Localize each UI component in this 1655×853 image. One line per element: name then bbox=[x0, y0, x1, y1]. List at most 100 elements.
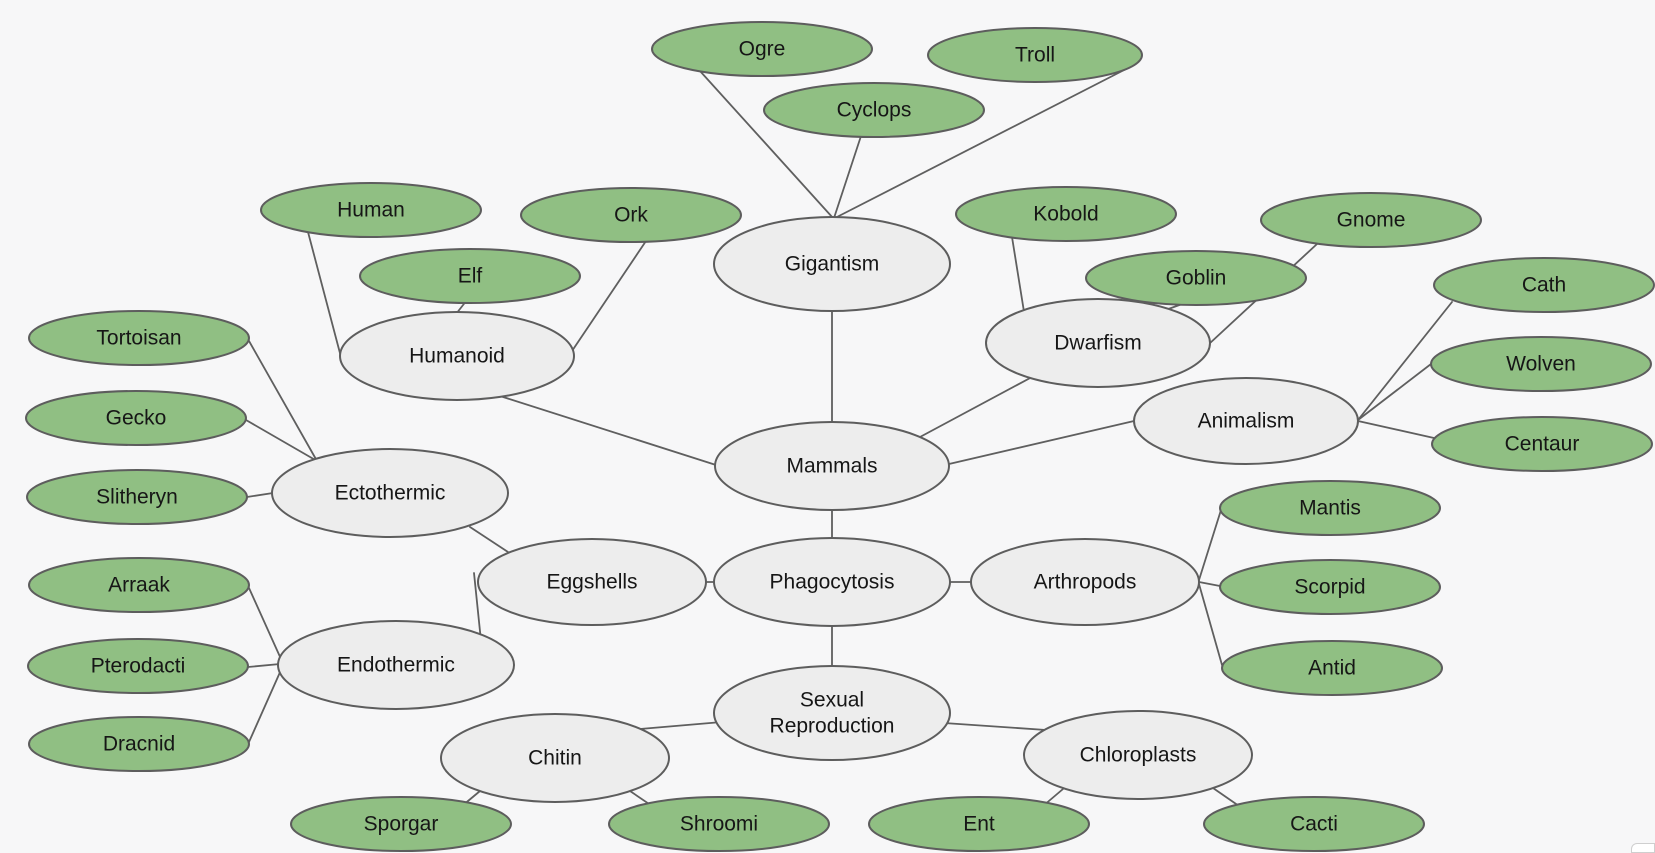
concept-ellipse[interactable] bbox=[277, 620, 515, 710]
concept-ellipse[interactable] bbox=[713, 665, 951, 761]
node-ectothermic[interactable]: Ectothermic bbox=[271, 448, 509, 538]
node-gecko[interactable]: Gecko bbox=[25, 390, 247, 446]
node-ent[interactable]: Ent bbox=[868, 796, 1090, 852]
node-scorpid[interactable]: Scorpid bbox=[1219, 559, 1441, 615]
node-chloroplasts[interactable]: Chloroplasts bbox=[1023, 710, 1253, 800]
leaf-ellipse[interactable] bbox=[290, 796, 512, 852]
node-cacti[interactable]: Cacti bbox=[1203, 796, 1425, 852]
edge-arraak-endothermic bbox=[248, 587, 282, 660]
node-label: Elf bbox=[458, 265, 483, 288]
node-label: Slitheryn bbox=[96, 486, 178, 509]
concept-ellipse[interactable] bbox=[477, 538, 707, 626]
edge-animalism-mammals bbox=[948, 420, 1135, 465]
node-wolven[interactable]: Wolven bbox=[1430, 336, 1652, 392]
node-slitheryn[interactable]: Slitheryn bbox=[26, 469, 248, 525]
leaf-ellipse[interactable] bbox=[1085, 250, 1307, 306]
node-mammals[interactable]: Mammals bbox=[714, 421, 950, 511]
concept-ellipse[interactable] bbox=[970, 538, 1200, 626]
concept-ellipse[interactable] bbox=[713, 216, 951, 312]
node-phagocytosis[interactable]: Phagocytosis bbox=[713, 537, 951, 627]
leaf-ellipse[interactable] bbox=[27, 638, 249, 694]
leaf-ellipse[interactable] bbox=[608, 796, 830, 852]
leaf-ellipse[interactable] bbox=[1203, 796, 1425, 852]
node-label: Chloroplasts bbox=[1080, 744, 1197, 767]
node-label: Ogre bbox=[739, 38, 786, 61]
leaf-ellipse[interactable] bbox=[651, 21, 873, 77]
node-gigantism[interactable]: Gigantism bbox=[713, 216, 951, 312]
leaf-ellipse[interactable] bbox=[1433, 257, 1655, 313]
edge-ectothermic-eggshells bbox=[469, 526, 509, 553]
node-arraak[interactable]: Arraak bbox=[28, 557, 250, 613]
concept-ellipse[interactable] bbox=[985, 298, 1211, 388]
node-gnome[interactable]: Gnome bbox=[1260, 192, 1482, 248]
edge-gecko-ectothermic bbox=[245, 419, 318, 462]
edge-centaur-animalism bbox=[1357, 420, 1435, 439]
concept-ellipse[interactable] bbox=[271, 448, 509, 538]
node-elf[interactable]: Elf bbox=[359, 248, 581, 304]
node-dracnid[interactable]: Dracnid bbox=[28, 716, 250, 772]
node-troll[interactable]: Troll bbox=[927, 27, 1143, 83]
leaf-ellipse[interactable] bbox=[927, 27, 1143, 83]
node-label: Gigantism bbox=[785, 253, 880, 276]
node-label: Goblin bbox=[1166, 267, 1227, 290]
leaf-ellipse[interactable] bbox=[868, 796, 1090, 852]
concept-ellipse[interactable] bbox=[339, 311, 575, 401]
node-eggshells[interactable]: Eggshells bbox=[477, 538, 707, 626]
node-chitin[interactable]: Chitin bbox=[440, 713, 670, 803]
concept-ellipse[interactable] bbox=[713, 537, 951, 627]
node-cyclops[interactable]: Cyclops bbox=[763, 82, 985, 138]
edge-sexual-reproduction-chitin bbox=[639, 721, 723, 730]
node-label: Kobold bbox=[1033, 203, 1098, 226]
node-tortoisan[interactable]: Tortoisan bbox=[28, 310, 250, 366]
concept-ellipse[interactable] bbox=[1023, 710, 1253, 800]
leaf-ellipse[interactable] bbox=[1430, 336, 1652, 392]
node-label: Human bbox=[337, 199, 405, 222]
leaf-ellipse[interactable] bbox=[260, 182, 482, 238]
leaf-ellipse[interactable] bbox=[955, 186, 1177, 242]
leaf-ellipse[interactable] bbox=[1431, 416, 1653, 472]
leaf-ellipse[interactable] bbox=[25, 390, 247, 446]
node-shroomi[interactable]: Shroomi bbox=[608, 796, 830, 852]
node-label: Scorpid bbox=[1294, 576, 1365, 599]
node-human[interactable]: Human bbox=[260, 182, 482, 238]
node-label: Chitin bbox=[528, 747, 582, 770]
node-centaur[interactable]: Centaur bbox=[1431, 416, 1653, 472]
node-arthropods[interactable]: Arthropods bbox=[970, 538, 1200, 626]
leaf-ellipse[interactable] bbox=[1260, 192, 1482, 248]
node-animalism[interactable]: Animalism bbox=[1133, 377, 1359, 465]
leaf-ellipse[interactable] bbox=[763, 82, 985, 138]
node-ork[interactable]: Ork bbox=[520, 187, 742, 243]
leaf-ellipse[interactable] bbox=[28, 310, 250, 366]
edge-tortoisan-ectothermic bbox=[248, 340, 318, 462]
node-dwarfism[interactable]: Dwarfism bbox=[985, 298, 1211, 388]
leaf-ellipse[interactable] bbox=[1219, 480, 1441, 536]
node-endothermic[interactable]: Endothermic bbox=[277, 620, 515, 710]
leaf-ellipse[interactable] bbox=[359, 248, 581, 304]
concept-ellipse[interactable] bbox=[1133, 377, 1359, 465]
leaf-ellipse[interactable] bbox=[28, 716, 250, 772]
node-pterodacti[interactable]: Pterodacti bbox=[27, 638, 249, 694]
node-kobold[interactable]: Kobold bbox=[955, 186, 1177, 242]
node-label: Ork bbox=[614, 204, 648, 227]
edge-kobold-dwarfism bbox=[1011, 236, 1026, 319]
leaf-ellipse[interactable] bbox=[520, 187, 742, 243]
corner-panel bbox=[1631, 843, 1655, 853]
edge-arthropods-mantis bbox=[1198, 509, 1222, 581]
node-mantis[interactable]: Mantis bbox=[1219, 480, 1441, 536]
node-sporgar[interactable]: Sporgar bbox=[290, 796, 512, 852]
node-cath[interactable]: Cath bbox=[1433, 257, 1655, 313]
node-antid[interactable]: Antid bbox=[1221, 640, 1443, 696]
node-ogre[interactable]: Ogre bbox=[651, 21, 873, 77]
edge-ogre-gigantism bbox=[699, 70, 834, 219]
node-humanoid[interactable]: Humanoid bbox=[339, 311, 575, 401]
leaf-ellipse[interactable] bbox=[1221, 640, 1443, 696]
leaf-ellipse[interactable] bbox=[1219, 559, 1441, 615]
concept-ellipse[interactable] bbox=[440, 713, 670, 803]
node-goblin[interactable]: Goblin bbox=[1085, 250, 1307, 306]
leaf-ellipse[interactable] bbox=[28, 557, 250, 613]
concept-ellipse[interactable] bbox=[714, 421, 950, 511]
leaf-ellipse[interactable] bbox=[26, 469, 248, 525]
